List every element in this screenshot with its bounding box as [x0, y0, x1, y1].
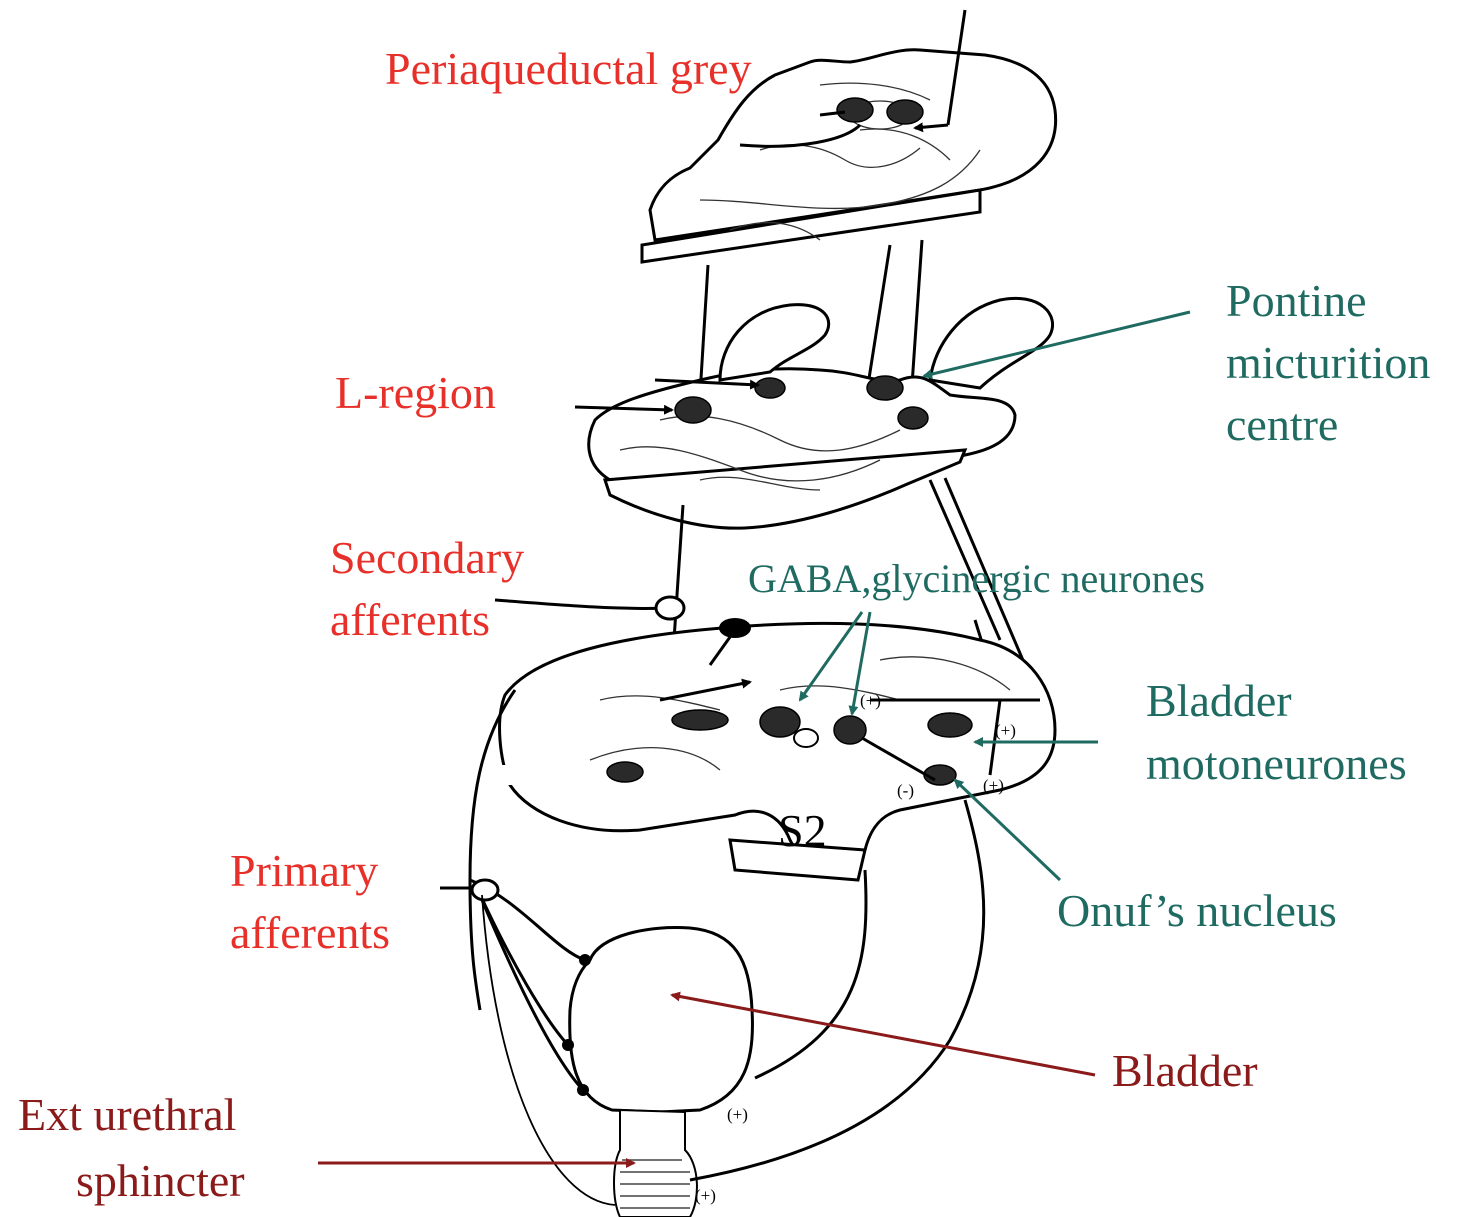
label-bladder-moto-line1: Bladder — [1146, 670, 1292, 732]
pons-section — [575, 240, 1053, 528]
label-secondary-line2: afferents — [330, 589, 490, 651]
label-primary-line1: Primary — [230, 840, 378, 902]
sign-plus-onuf: (+) — [983, 776, 1004, 795]
sign-plus-sphincter: (+) — [695, 1186, 716, 1205]
label-ext-urethral: Ext urethral — [18, 1084, 236, 1146]
sign-plus-bladder-moto: (+) — [995, 721, 1016, 740]
label-pontine-line1: Pontine — [1226, 270, 1367, 332]
label-primary-line2: afferents — [230, 902, 390, 964]
label-gaba-glycinergic: GABA,glycinergic neurones — [748, 554, 1205, 604]
sign-minus-onuf: (-) — [897, 781, 914, 800]
label-s2: S2 — [778, 800, 827, 862]
label-bladder: Bladder — [1112, 1040, 1258, 1102]
label-bladder-moto-line2: motoneurones — [1146, 733, 1407, 795]
spinal-cord-section — [475, 618, 1055, 880]
sign-plus-gaba: (+) — [860, 691, 881, 710]
label-onufs-nucleus: Onuf’s nucleus — [1057, 880, 1337, 942]
sign-plus-bladder: (+) — [727, 1105, 748, 1124]
label-pontine-line2: micturition — [1226, 332, 1430, 394]
label-pontine-line3: centre — [1226, 394, 1338, 456]
label-sphincter: sphincter — [76, 1150, 245, 1212]
label-l-region: L-region — [335, 362, 496, 424]
label-secondary-line1: Secondary — [330, 527, 524, 589]
label-periaqueductal-grey: Periaqueductal grey — [385, 38, 752, 100]
